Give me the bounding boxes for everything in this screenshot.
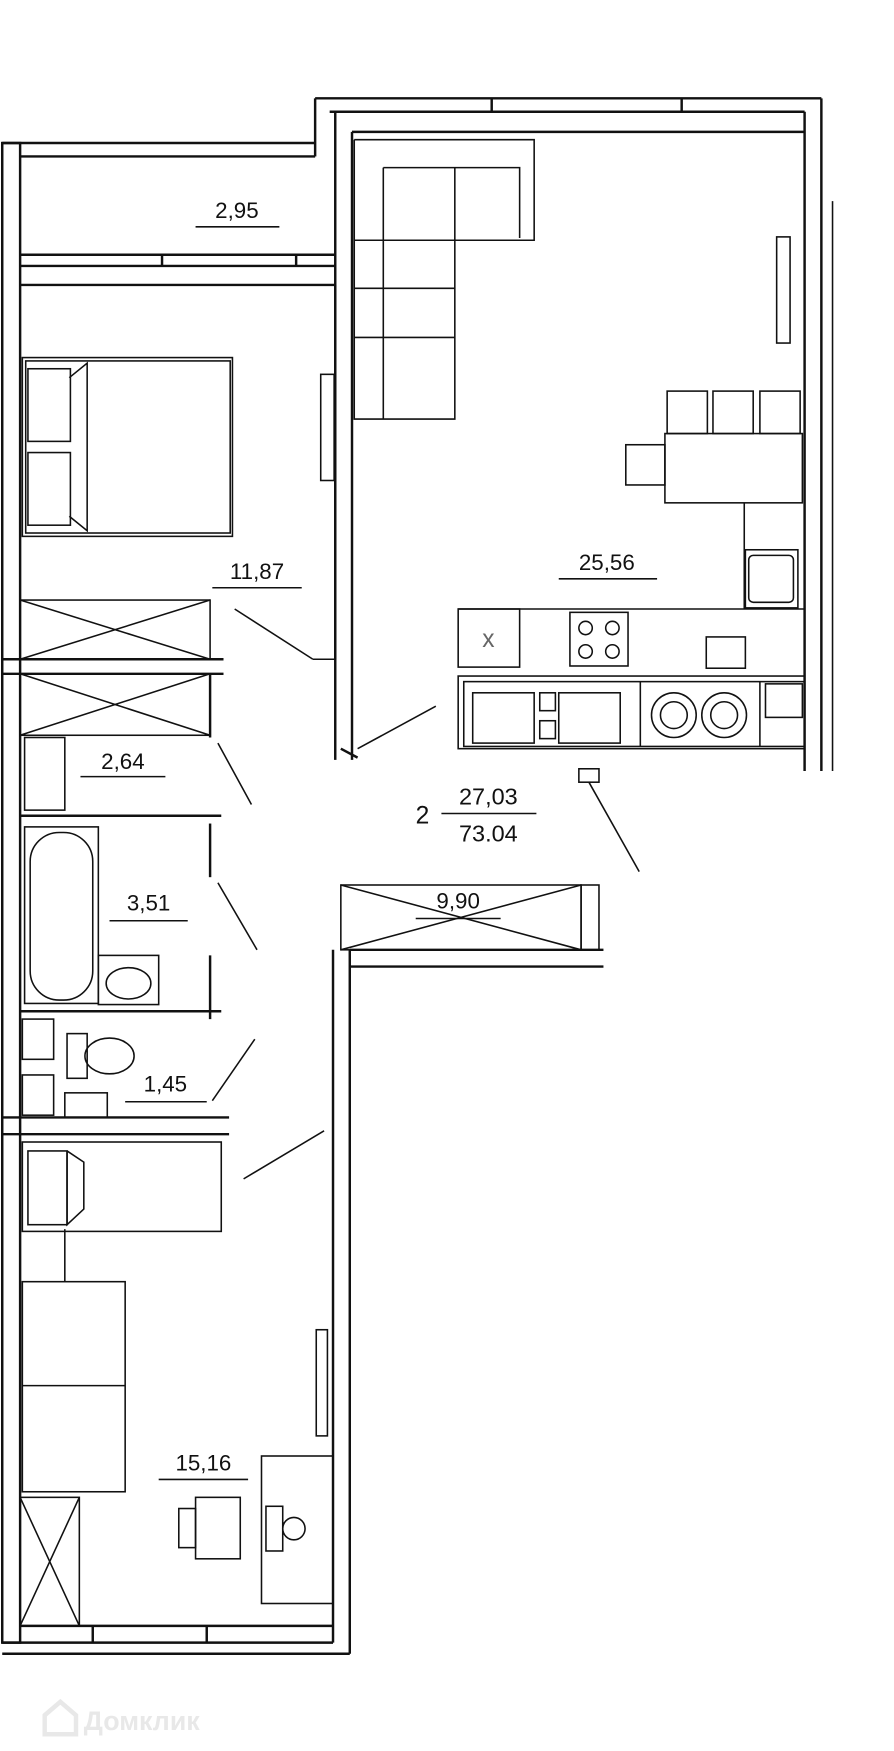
area-label-balcony: 2,95	[215, 198, 258, 223]
hood-mark: x	[482, 626, 495, 653]
furniture: x	[21, 138, 806, 1605]
watermark: Домклик	[42, 1698, 200, 1737]
area-label-toilet: 1,45	[144, 1072, 187, 1097]
area-label-bedroom: 11,87	[230, 559, 284, 584]
area-label-bedroom-2: 15,16	[175, 1451, 231, 1476]
area-label-hall: 2,64	[101, 749, 144, 774]
watermark-house-icon	[42, 1698, 79, 1737]
living-area: 27,03	[459, 784, 518, 810]
area-label-corridor: 9,90	[436, 888, 479, 913]
rooms-count: 2	[416, 803, 430, 830]
total-area: 73.04	[459, 820, 518, 846]
walls	[1, 97, 834, 1656]
area-label-kitchen-living: 25,56	[579, 550, 635, 575]
watermark-text: Домклик	[84, 1706, 200, 1736]
apartment-summary: 2 27,03 73.04	[416, 784, 537, 846]
area-labels: 2,95 11,87 25,56 2,64 3,51 1,45 9,90 15,…	[80, 198, 658, 1481]
area-label-bathroom: 3,51	[127, 891, 170, 916]
wardrobes	[19, 599, 600, 1627]
